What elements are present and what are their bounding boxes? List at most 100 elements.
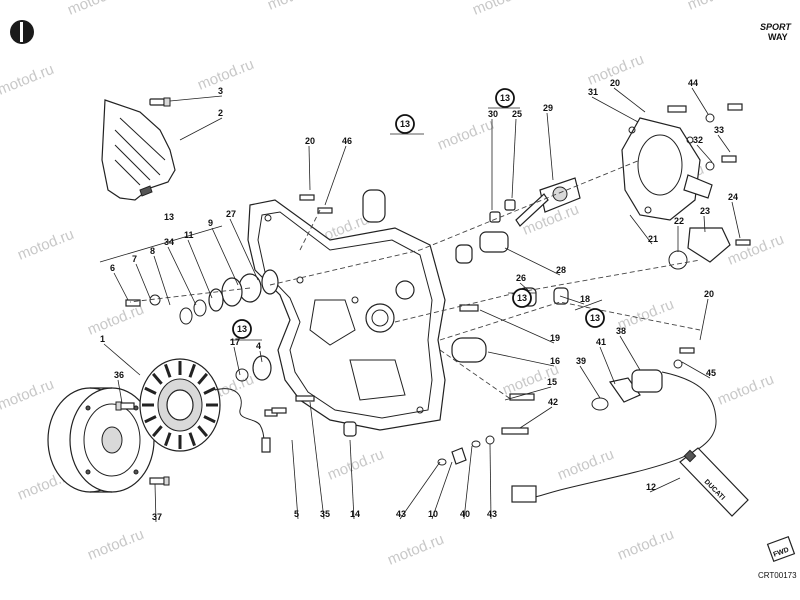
callout-leader (169, 95, 223, 102)
callout-leader (504, 386, 552, 401)
circled-note-text: 13 (500, 93, 510, 103)
sealant-tube: DUCATI (679, 447, 749, 517)
callout-labels: 1234567891011121314151617181920202021222… (100, 78, 741, 523)
callout-7: 7 (132, 254, 137, 264)
stator-tooth (164, 432, 172, 447)
stator-tooth (151, 372, 163, 385)
callout-leader (463, 445, 473, 520)
callout-25: 25 (512, 109, 522, 119)
screw-3 (149, 97, 171, 107)
callout-leader (135, 263, 151, 299)
callout-13: 13 (164, 212, 174, 222)
watermark-text: motod.ru (435, 116, 496, 154)
stator-tooth (144, 415, 157, 424)
watermark-text: motod.ru (85, 526, 146, 564)
callout-leader (691, 87, 709, 115)
callout-22: 22 (674, 216, 684, 226)
oring-22 (668, 250, 688, 270)
callout-leader (233, 346, 241, 376)
callout-14: 14 (350, 509, 360, 519)
callout-leader (153, 255, 171, 306)
seal-16-upper (362, 189, 386, 223)
callout-12: 12 (646, 482, 656, 492)
callout-leader (187, 239, 213, 299)
bottom-small-parts (271, 393, 535, 466)
circled-note-ring (232, 319, 252, 339)
stator-tooth (203, 386, 216, 395)
callout-leader (179, 117, 223, 141)
callout-leader (629, 214, 653, 245)
callout-leader (117, 379, 123, 404)
gear-group (125, 269, 279, 382)
callout-24: 24 (728, 192, 738, 202)
callout-26: 26 (516, 273, 526, 283)
watermark-text: motod.ru (555, 446, 616, 484)
watermark-text: motod.ru (470, 0, 531, 19)
callout-36: 36 (114, 370, 124, 380)
group-brackets (99, 107, 603, 341)
callout-30: 30 (488, 109, 498, 119)
callout-leader (559, 295, 585, 305)
callout-32: 32 (693, 135, 703, 145)
watermark-text: motod.ru (715, 371, 776, 409)
callout-leader (229, 218, 259, 281)
callout-leader (399, 461, 441, 520)
callout-5: 5 (294, 509, 299, 519)
fwd-badge: FWD (766, 536, 796, 562)
callout-leader (731, 201, 741, 239)
callout-leader (211, 227, 239, 286)
circled-note-text: 13 (237, 324, 247, 334)
callout-9: 9 (208, 218, 213, 228)
watermark-text: motod.ru (385, 531, 446, 569)
circled-note-ring (585, 308, 605, 328)
callout-leader (579, 365, 601, 399)
callout-leader (431, 461, 453, 520)
callout-leader (504, 247, 561, 276)
callout-10: 10 (428, 509, 438, 519)
callout-18: 18 (580, 294, 590, 304)
callout-leader (613, 87, 646, 113)
circled-note-text: 13 (400, 119, 410, 129)
brand-logo-line2: WAY (768, 32, 788, 42)
callout-leader (103, 343, 141, 376)
callout-19: 19 (550, 333, 560, 343)
callout-leader (113, 272, 129, 301)
callout-4: 4 (256, 341, 261, 351)
screw-group-top (299, 103, 751, 312)
callout-44: 44 (688, 78, 698, 88)
callout-leader (546, 112, 554, 181)
corner-logo (10, 20, 34, 44)
callout-leader (487, 351, 555, 367)
callout-1: 1 (100, 334, 105, 344)
callout-leader (154, 483, 157, 523)
stator-tooth (197, 425, 209, 438)
callout-leader (649, 477, 681, 493)
callout-23: 23 (700, 206, 710, 216)
stator-teeth (142, 361, 218, 449)
sensor-plug (511, 485, 537, 503)
callout-leader (717, 134, 731, 153)
callout-8: 8 (150, 246, 155, 256)
callout-11: 11 (184, 230, 194, 240)
callout-leader (681, 361, 711, 379)
callout-38: 38 (616, 326, 626, 336)
callout-leader (599, 346, 616, 385)
callout-leader (519, 282, 529, 291)
bolt-36 (115, 401, 135, 411)
watermark-text: motod.ru (725, 231, 786, 269)
callout-leader (489, 443, 492, 520)
bolt-37 (149, 476, 170, 486)
callout-28: 28 (556, 265, 566, 275)
stator-connector (261, 437, 271, 453)
callout-leader (349, 439, 355, 520)
stator-tooth (164, 363, 172, 378)
circled-note-text: 13 (517, 293, 527, 303)
circled-note-ring (395, 114, 415, 134)
callout-leader (696, 144, 713, 163)
crankcase-cover (247, 199, 446, 431)
watermark-text: motod.ru (615, 526, 676, 564)
watermark-text: motod.ru (0, 61, 56, 99)
